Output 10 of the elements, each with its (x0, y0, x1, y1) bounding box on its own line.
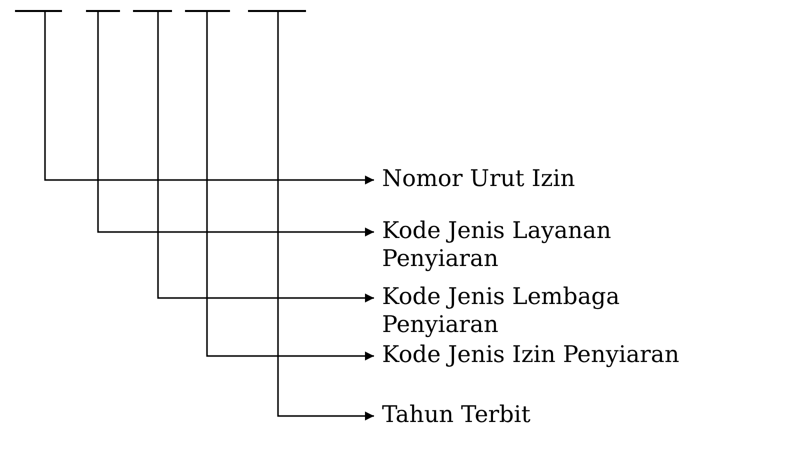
arrow (277, 12, 374, 420)
field-label: Kode Jenis Layanan Penyiaran (382, 217, 682, 273)
arrow (157, 12, 374, 302)
arrow (206, 12, 374, 360)
arrow (44, 12, 374, 184)
field-label: Kode Jenis Lembaga Penyiaran (382, 283, 682, 339)
field-label: Tahun Terbit (382, 401, 798, 429)
field-label: Nomor Urut Izin (382, 165, 798, 193)
field-label: Kode Jenis Izin Penyiaran (382, 341, 798, 369)
arrow (97, 12, 374, 236)
